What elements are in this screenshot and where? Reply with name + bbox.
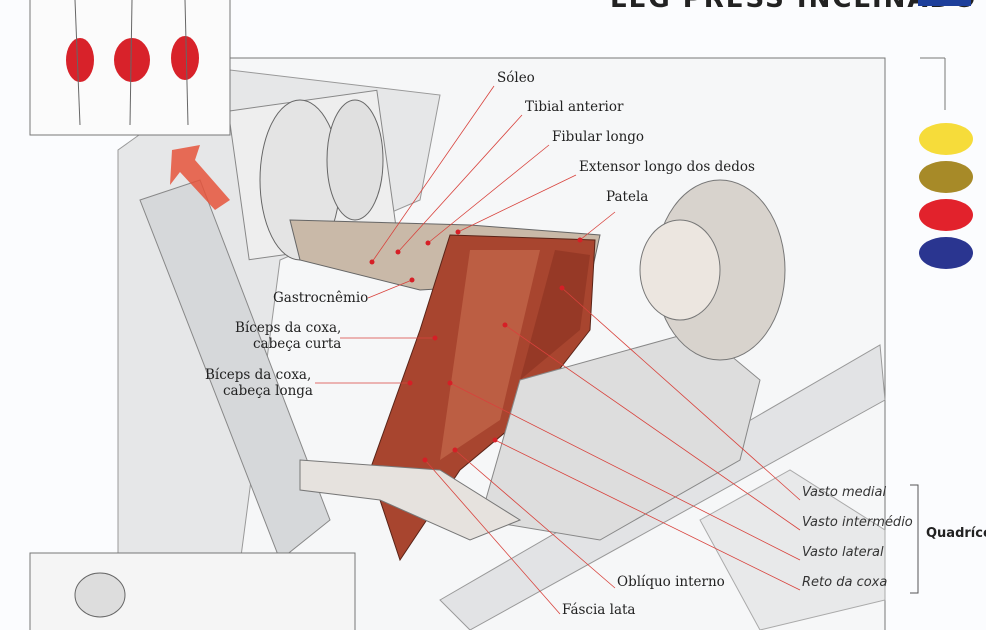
inset-figures	[66, 0, 199, 126]
label-gastrocnemio: Gastrocnêmio	[273, 290, 369, 306]
label-vasto-medial: Vasto medial	[802, 485, 887, 500]
label-biceps-longa: Bíceps da coxa, cabeça longa	[205, 367, 313, 399]
label-line: cabeça longa	[223, 383, 313, 399]
label-biceps-curta: Bíceps da coxa, cabeça curta	[233, 320, 341, 352]
marker-dots	[369, 229, 583, 463]
leader-lines	[315, 85, 801, 615]
title-color-block	[918, 0, 971, 6]
shoe	[326, 99, 384, 221]
face	[639, 219, 721, 321]
label-tibial-anterior: Tibial anterior	[525, 99, 624, 115]
arm	[299, 459, 522, 541]
machine-base	[699, 469, 886, 630]
legend-dot-blue	[919, 237, 973, 269]
legend-dot-olive	[919, 161, 973, 193]
label-extensor-longo: Extensor longo dos dedos	[579, 159, 755, 175]
label-fibular-longo: Fibular longo	[552, 129, 645, 145]
legend-dot-red	[919, 199, 973, 231]
label-line: Bíceps da coxa,	[205, 367, 312, 383]
page-title: LEG PRESS INCLINADO	[610, 0, 977, 14]
direction-arrow-icon	[170, 145, 230, 210]
label-line: cabeça curta	[253, 336, 342, 352]
quadriceps-bracket	[910, 484, 919, 594]
label-vasto-intermedio: Vasto intermédio	[802, 515, 913, 530]
label-obliquo-interno: Oblíquo interno	[617, 574, 725, 590]
label-fascia-lata: Fáscia lata	[562, 602, 636, 618]
label-line: Bíceps da coxa,	[235, 320, 342, 336]
label-reto-da-coxa: Reto da coxa	[802, 575, 888, 590]
legend-dot-yellow	[919, 123, 973, 155]
label-quadriceps: Quadríce	[926, 526, 986, 541]
label-vasto-lateral: Vasto lateral	[802, 545, 884, 560]
label-soleo: Sóleo	[497, 70, 535, 86]
machine-rail	[139, 179, 331, 561]
label-patela: Patela	[606, 189, 649, 205]
